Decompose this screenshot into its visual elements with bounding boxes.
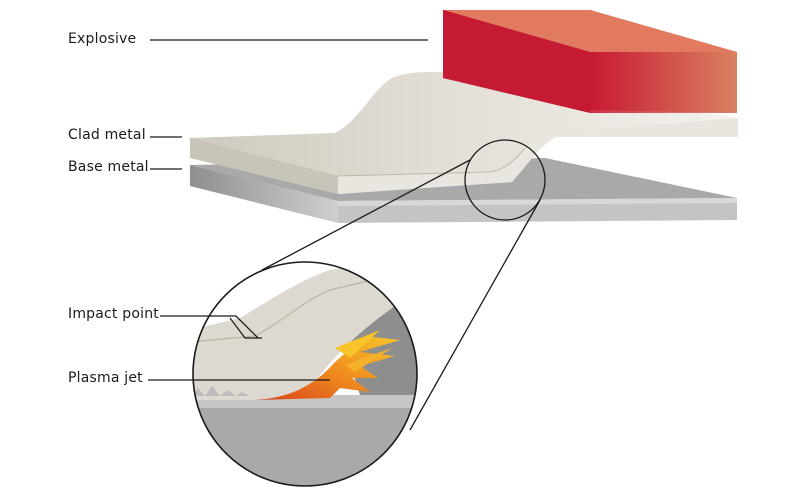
magnifier-large-circle xyxy=(192,261,418,487)
magnifier-lines xyxy=(261,139,546,431)
leader-lines xyxy=(148,39,428,381)
impact-point-label: Impact point xyxy=(68,306,159,322)
base-metal-label: Base metal xyxy=(68,159,149,175)
clad-metal-label: Clad metal xyxy=(68,127,146,143)
explosive-label: Explosive xyxy=(68,31,137,47)
explosive-block xyxy=(443,10,737,113)
magnifier-small-circle xyxy=(464,139,546,221)
impact-point-leader-line xyxy=(160,315,259,339)
plasma-jet-label: Plasma jet xyxy=(68,370,143,386)
zoom-detail xyxy=(192,261,418,487)
